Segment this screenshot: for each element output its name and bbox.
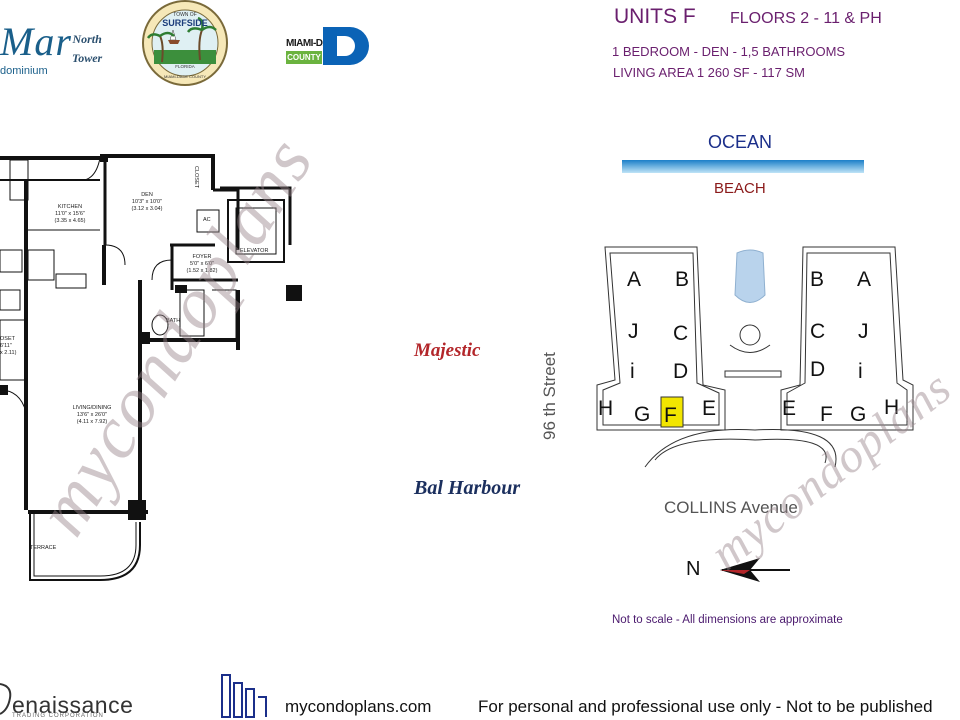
unit-i-right: i (858, 360, 863, 383)
unit-b-right: B (810, 268, 825, 291)
majestic-label: Majestic (414, 340, 481, 361)
floors-label: FLOORS 2 - 11 & PH (730, 10, 882, 27)
miami-dade-d-inner (337, 36, 355, 56)
disclaimer-label: For personal and professional use only -… (478, 697, 933, 716)
unit-c-left: C (673, 322, 689, 345)
room-ac: AC (203, 217, 211, 223)
renaissance-logo-icon (0, 683, 12, 715)
ocean-label: OCEAN (708, 132, 773, 152)
room-living-dining: LIVING/DINING 13'6" x 26'0" (4.11 x 7.92… (72, 405, 112, 425)
unit-a-left: A (627, 268, 642, 291)
unit-f-left: F (664, 404, 677, 427)
website-label: mycondoplans.com (285, 697, 432, 716)
seal-text-top: TOWN OF (173, 12, 197, 18)
miami-dade-logo: MIAMI-DADE COUNTY (286, 27, 370, 65)
unit-j-left: J (628, 320, 639, 343)
unit-c-right: C (810, 320, 826, 343)
unit-f-right: F (820, 403, 833, 426)
room-kitchen: KITCHEN 11'0" x 15'6" (3.35 x 4.65) (54, 204, 86, 224)
renaissance-logo-subtext: TRADING CORPORATION (12, 713, 104, 719)
unit-d-right: D (810, 358, 826, 381)
unit-j-right: J (858, 320, 869, 343)
building-logo-subtext: dominium (0, 65, 48, 77)
unit-i-left: i (630, 360, 635, 383)
north-label: N (686, 558, 701, 580)
room-terrace: TERRACE (30, 545, 57, 551)
surfside-seal-logo: TOWN OF SURFSIDE FLORIDA MIAMI-DADE COUN… (142, 0, 228, 86)
room-closet: CLOSET (193, 166, 199, 189)
site-plan (596, 246, 914, 468)
room-den: DEN 10'3" x 10'0" (3.12 x 3.04) (131, 192, 163, 212)
bal-harbour-label: Bal Harbour (414, 477, 521, 499)
unit-h-right: H (884, 396, 900, 419)
scale-note: Not to scale - All dimensions are approx… (612, 614, 843, 626)
unit-b-left: B (675, 268, 690, 291)
unit-g-left: G (634, 403, 651, 426)
seal-text-county: MIAMI-DADE COUNTY (164, 74, 206, 79)
miami-dade-top-text: MIAMI-DADE (286, 38, 343, 49)
unit-e-right: E (782, 397, 797, 420)
unit-e-left: E (702, 397, 717, 420)
bedrooms-label: 1 BEDROOM - DEN - 1,5 BATHROOMS (612, 44, 846, 59)
unit-a-right: A (857, 268, 872, 291)
floor-plan (0, 154, 302, 581)
highlighted-unit-f (660, 396, 684, 428)
room-elevator: ELEVATOR (240, 248, 269, 254)
unit-h-left: H (598, 397, 614, 420)
unit-g-right: G (850, 403, 867, 426)
building-logo-text: Mar (0, 19, 72, 64)
living-area-label: LIVING AREA 1 260 SF - 117 SM (613, 65, 805, 80)
room-foyer: FOYER 5'0" x 6'0" (1.52 x 1.82) (186, 254, 218, 274)
seal-text-main: SURFSIDE (162, 18, 208, 28)
mycondoplans-logo-icon (221, 674, 267, 718)
beach-label: BEACH (714, 180, 766, 197)
street-label: 96 th Street (540, 352, 559, 440)
collins-avenue-label: COLLINS Avenue (664, 498, 798, 517)
miami-dade-bottom-text: COUNTY (286, 51, 322, 64)
seal-text-state: FLORIDA (175, 64, 195, 69)
room-closet-left: OSET 6'11" x 2.11) (0, 336, 17, 356)
tower-label: North Tower (72, 32, 103, 65)
renaissance-logo-text: enaissance (12, 692, 134, 718)
unit-d-left: D (673, 360, 689, 383)
room-bath: BATH (166, 318, 181, 324)
ocean-bar (622, 160, 864, 173)
north-arrow-icon (720, 558, 790, 582)
units-title: UNITS F (614, 5, 696, 28)
